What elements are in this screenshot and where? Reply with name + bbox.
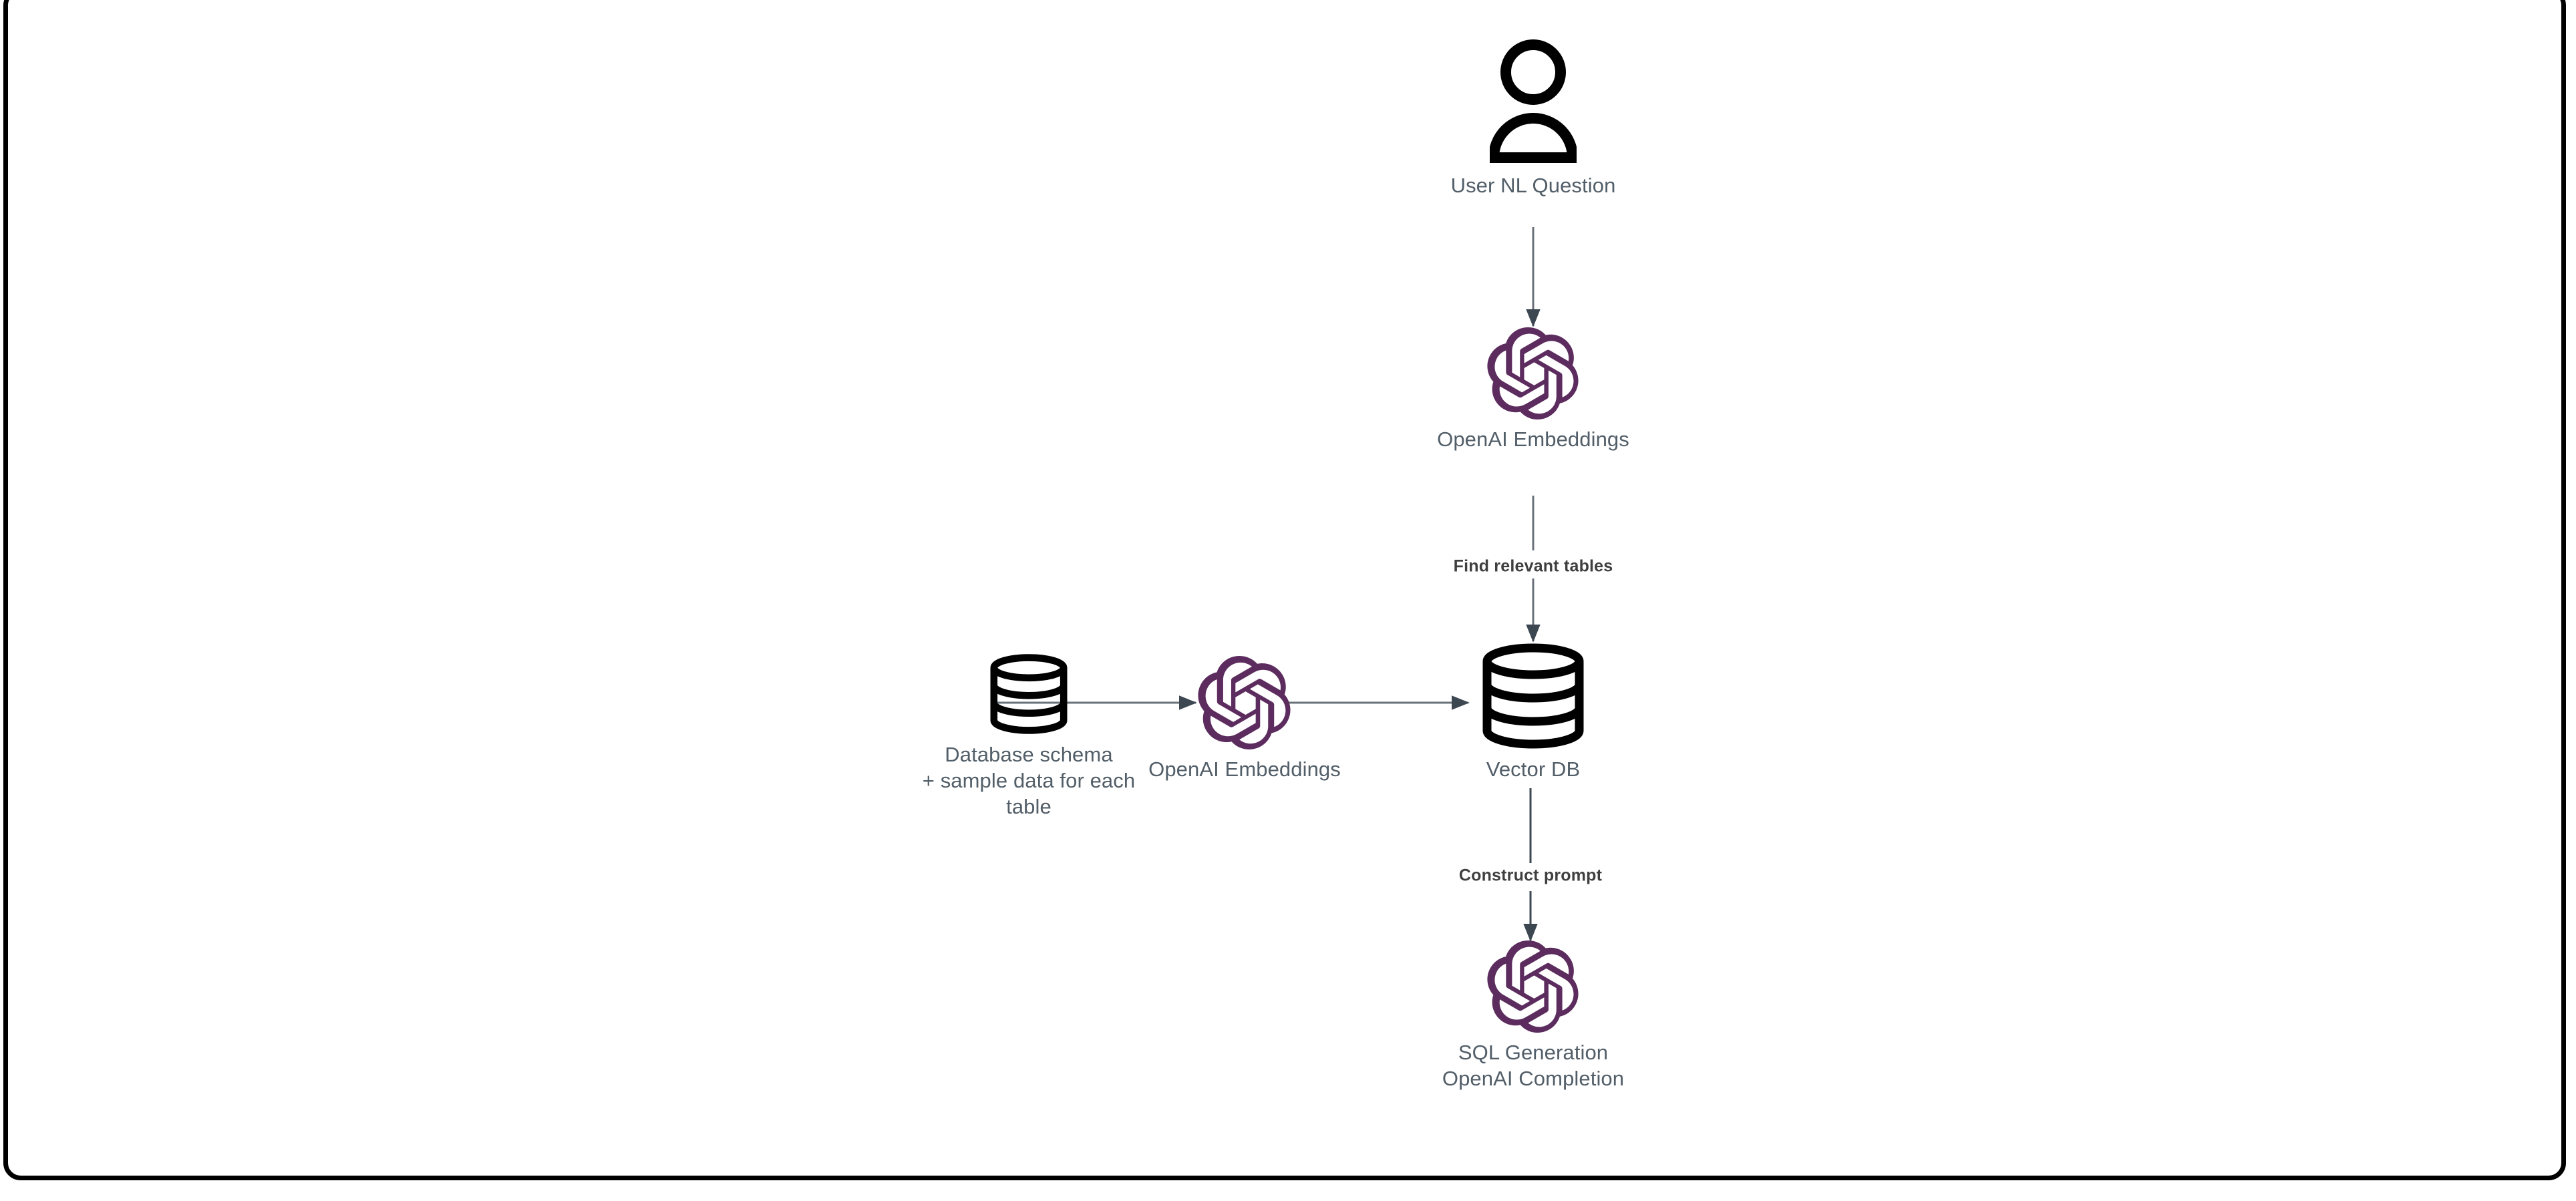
openai-logo-icon <box>1487 327 1579 419</box>
node-label-vector-db: Vector DB <box>1486 757 1581 781</box>
node-user-nl-question[interactable]: User NL Question <box>1443 39 1623 198</box>
user-person-icon <box>1490 39 1577 163</box>
database-cylinder-icon <box>990 654 1068 734</box>
node-openai-embeddings-query[interactable]: OpenAI Embeddings <box>1436 327 1630 452</box>
node-vector-db[interactable]: Vector DB <box>1456 643 1610 782</box>
node-label-user-nl-question: User NL Question <box>1450 174 1616 197</box>
openai-logo-icon <box>1487 940 1579 1033</box>
openai-logo-icon <box>1198 656 1291 749</box>
node-openai-embeddings-schema[interactable]: OpenAI Embeddings <box>1148 656 1341 782</box>
edge-label-find-relevant-tables: Find relevant tables <box>1447 554 1619 578</box>
node-label-sql-generation: SQL Generation OpenAI Completion <box>1442 1041 1625 1090</box>
node-label-openai-embeddings-query: OpenAI Embeddings <box>1437 427 1629 451</box>
node-database-schema[interactable]: Database schema + sample data for each t… <box>915 653 1142 820</box>
node-label-database-schema: Database schema + sample data for each t… <box>922 743 1136 818</box>
edge-label-construct-prompt: Construct prompt <box>1452 864 1609 888</box>
node-sql-generation[interactable]: SQL Generation OpenAI Completion <box>1436 940 1630 1091</box>
node-label-openai-embeddings-schema: OpenAI Embeddings <box>1148 757 1341 781</box>
database-cylinder-icon <box>1482 643 1584 749</box>
